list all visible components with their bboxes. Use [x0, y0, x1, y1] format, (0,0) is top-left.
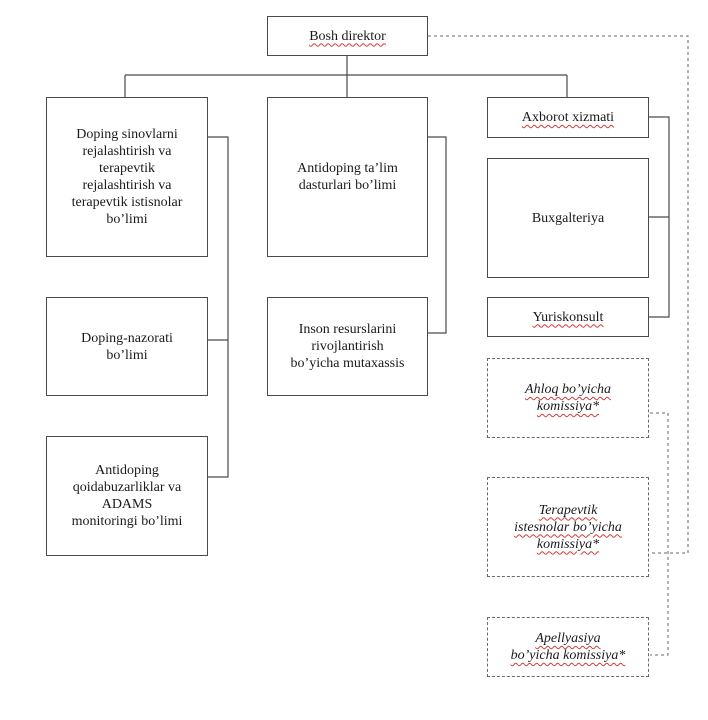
accounting-box: Buxgalteriya [487, 158, 649, 278]
planning-department-box: Doping sinovlarni rejalashtirish va tera… [46, 97, 208, 257]
doping-control-department-label: Doping-nazorati bo’limi [81, 330, 173, 363]
appeal-commission-box: Apellyasiya bo’yicha komissiya* [487, 617, 649, 677]
information-service-box: Axborot xizmati [487, 97, 649, 138]
doping-control-department-box: Doping-nazorati bo’limi [46, 297, 208, 396]
legal-counsel-label: Yuriskonsult [532, 309, 604, 325]
education-department-box: Antidoping ta’lim dasturlari bo’limi [267, 97, 428, 257]
legal-counsel-box: Yuriskonsult [487, 297, 649, 337]
tue-commission-box: Terapevtik istesnolar bo’yicha komissiya… [487, 477, 649, 577]
hr-specialist-box: Inson resurslarini rivojlantirish bo’yic… [267, 297, 428, 396]
director-label: Bosh direktor [309, 28, 386, 44]
accounting-label: Buxgalteriya [531, 210, 605, 226]
ethics-commission-label: Ahloq bo’yicha komissiya* [525, 382, 611, 414]
education-department-label: Antidoping ta’lim dasturlari bo’limi [297, 161, 398, 193]
ethics-commission-box: Ahloq bo’yicha komissiya* [487, 358, 649, 438]
information-service-label: Axborot xizmati [521, 110, 615, 125]
planning-department-label: Doping sinovlarni rejalashtirish va tera… [71, 127, 183, 227]
director-box: Bosh direktor [267, 16, 428, 56]
appeal-commission-label: Apellyasiya bo’yicha komissiya* [510, 631, 626, 663]
violations-adams-department-box: Antidoping qoidabuzarliklar va ADAMS mon… [46, 436, 208, 556]
hr-specialist-label: Inson resurslarini rivojlantirish bo’yic… [290, 322, 405, 371]
violations-adams-department-label: Antidoping qoidabuzarliklar va ADAMS mon… [71, 463, 183, 529]
tue-commission-label: Terapevtik istesnolar bo’yicha komissiya… [514, 502, 622, 552]
